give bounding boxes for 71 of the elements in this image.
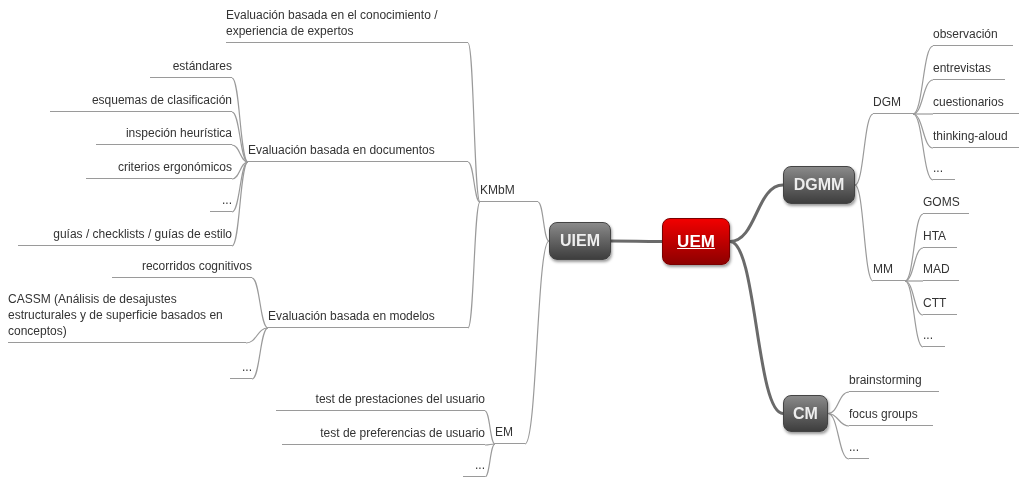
branch-topic: ... xyxy=(933,159,955,180)
branch-connector xyxy=(245,327,269,344)
branch-connector xyxy=(467,201,481,329)
central-topic-box: UEM xyxy=(662,218,730,265)
branch-connector xyxy=(912,113,934,181)
branch-connector xyxy=(484,443,496,446)
branch-connector xyxy=(537,201,550,242)
main-topic-box: DGMM xyxy=(783,166,855,204)
branch-connector xyxy=(231,161,249,180)
branch-connector xyxy=(251,277,269,329)
main-topic-box: CM xyxy=(783,395,828,432)
branch-connector xyxy=(231,144,249,163)
branch-connector xyxy=(904,213,924,282)
branch-connector xyxy=(827,412,850,460)
branch-connector xyxy=(467,161,481,203)
branch-topic: esquemas de clasificación xyxy=(50,90,232,112)
branch-connector xyxy=(231,111,249,163)
branch-topic: ... xyxy=(210,191,232,212)
branch-connector xyxy=(827,412,850,427)
branch-topic: CASSM (Análisis de desajustes estructurales y de superficie basados en conceptos) xyxy=(8,288,246,343)
branch-topic: test de preferencias de usuario xyxy=(282,423,485,445)
branch-connector xyxy=(611,239,662,243)
branch-connector xyxy=(251,327,269,380)
branch-topic: MM xyxy=(873,259,905,281)
branch-connector xyxy=(904,280,924,348)
branch-connector xyxy=(854,113,874,186)
branch-topic: HTA xyxy=(923,226,957,248)
branch-topic: ... xyxy=(463,457,485,477)
branch-connector xyxy=(524,240,550,445)
branch-topic: Evaluación basada en el conocimiento / experiencia de expertos xyxy=(226,5,468,43)
branch-connector xyxy=(904,247,924,282)
branch-topic: ... xyxy=(230,358,252,379)
branch-connector xyxy=(231,161,249,213)
branch-connector xyxy=(904,280,924,316)
branch-connector xyxy=(231,77,249,163)
branch-topic: brainstorming xyxy=(849,370,939,392)
branch-connector xyxy=(467,42,481,203)
branch-connector xyxy=(484,410,496,445)
branch-topic: Evaluación basada en modelos xyxy=(268,306,468,328)
branch-connector xyxy=(904,280,924,282)
branch-topic: cuestionarios xyxy=(933,92,1019,114)
branch-connector xyxy=(912,113,934,115)
branch-connector xyxy=(484,443,496,477)
branch-connector xyxy=(827,391,850,415)
branch-connector xyxy=(912,113,934,149)
branch-topic: estándares xyxy=(150,56,232,78)
main-topic-box: UIEM xyxy=(549,222,611,260)
branch-topic: GOMS xyxy=(923,192,969,214)
branch-connector xyxy=(729,183,784,243)
branch-topic: KMbM xyxy=(480,180,538,202)
branch-topic: inspeción heurística xyxy=(96,123,232,145)
branch-connector xyxy=(854,184,874,282)
branch-topic: MAD xyxy=(923,259,959,281)
branch-topic: ... xyxy=(923,326,945,347)
branch-connector xyxy=(729,240,784,415)
branch-connector xyxy=(231,161,249,247)
branch-topic: entrevistas xyxy=(933,58,1005,80)
branch-topic: Evaluación basada en documentos xyxy=(248,140,468,162)
branch-topic: criterios ergonómicos xyxy=(86,157,232,179)
branch-connector xyxy=(912,79,934,115)
branch-topic: ... xyxy=(849,438,869,459)
branch-topic: test de prestaciones del usuario xyxy=(276,389,485,411)
branch-topic: guías / checklists / guías de estilo xyxy=(18,224,232,246)
branch-connector xyxy=(912,45,934,115)
branch-topic: thinking-aloud xyxy=(933,126,1019,148)
branch-topic: recorridos cognitivos xyxy=(112,256,252,278)
branch-topic: DGM xyxy=(873,92,913,114)
branch-topic: observación xyxy=(933,24,1013,46)
branch-topic: CTT xyxy=(923,293,957,315)
branch-topic: focus groups xyxy=(849,404,933,426)
branch-topic: EM xyxy=(495,424,525,444)
